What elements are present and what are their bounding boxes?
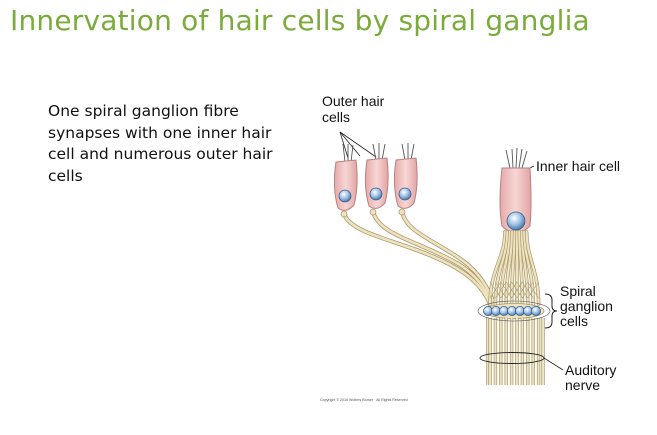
copyright-notice: Copyright © 2018 Wolters Kluwer · All Ri… [320,398,408,402]
outer-hair-cell-3 [394,158,417,208]
outer-nucleus-1 [339,190,351,202]
spiral-ganglion-cells [483,304,544,319]
spiral-ganglion-brace [545,294,557,328]
outer-hair-cell-2 [365,158,388,208]
outer-hair-cells-label: Outer hair cells [322,93,412,125]
spiral-ganglion-cells-label: Spiral ganglion cells [560,284,630,329]
outer-hair-cell-pointers [340,132,376,158]
auditory-nerve-axons [488,318,543,385]
outer-hair-cell-1 [334,160,357,210]
outer-fibres [344,212,496,310]
outer-nucleus-3 [399,188,411,200]
ganglion-nucleus [531,306,540,315]
inner-hair-cell [500,168,531,233]
outer-nucleus-2 [370,188,382,200]
inner-hair-cell-label: Inner hair cell [536,158,620,174]
auditory-nerve-pointer [544,358,563,370]
inner-dendrite-fan [490,232,539,304]
outer-hair-cells [334,158,417,217]
inner-nucleus [507,212,525,230]
auditory-nerve-label: Auditory nerve [565,363,635,393]
